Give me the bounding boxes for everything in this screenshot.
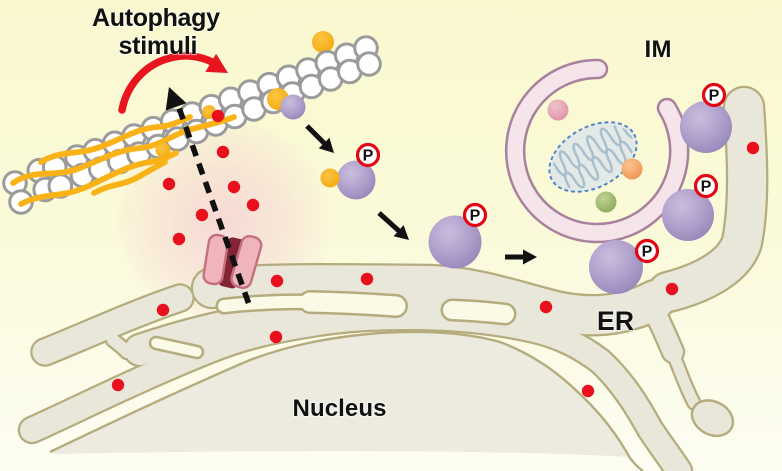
svg-text:P: P (363, 148, 374, 165)
svg-text:IM: IM (645, 36, 672, 63)
svg-text:P: P (642, 244, 653, 261)
svg-text:Autophagy: Autophagy (92, 4, 220, 32)
svg-text:Nucleus: Nucleus (293, 395, 387, 422)
svg-text:P: P (470, 208, 481, 225)
svg-text:ER: ER (597, 306, 634, 336)
svg-text:P: P (701, 179, 712, 196)
svg-text:P: P (709, 88, 720, 105)
svg-text:stimuli: stimuli (119, 32, 198, 60)
